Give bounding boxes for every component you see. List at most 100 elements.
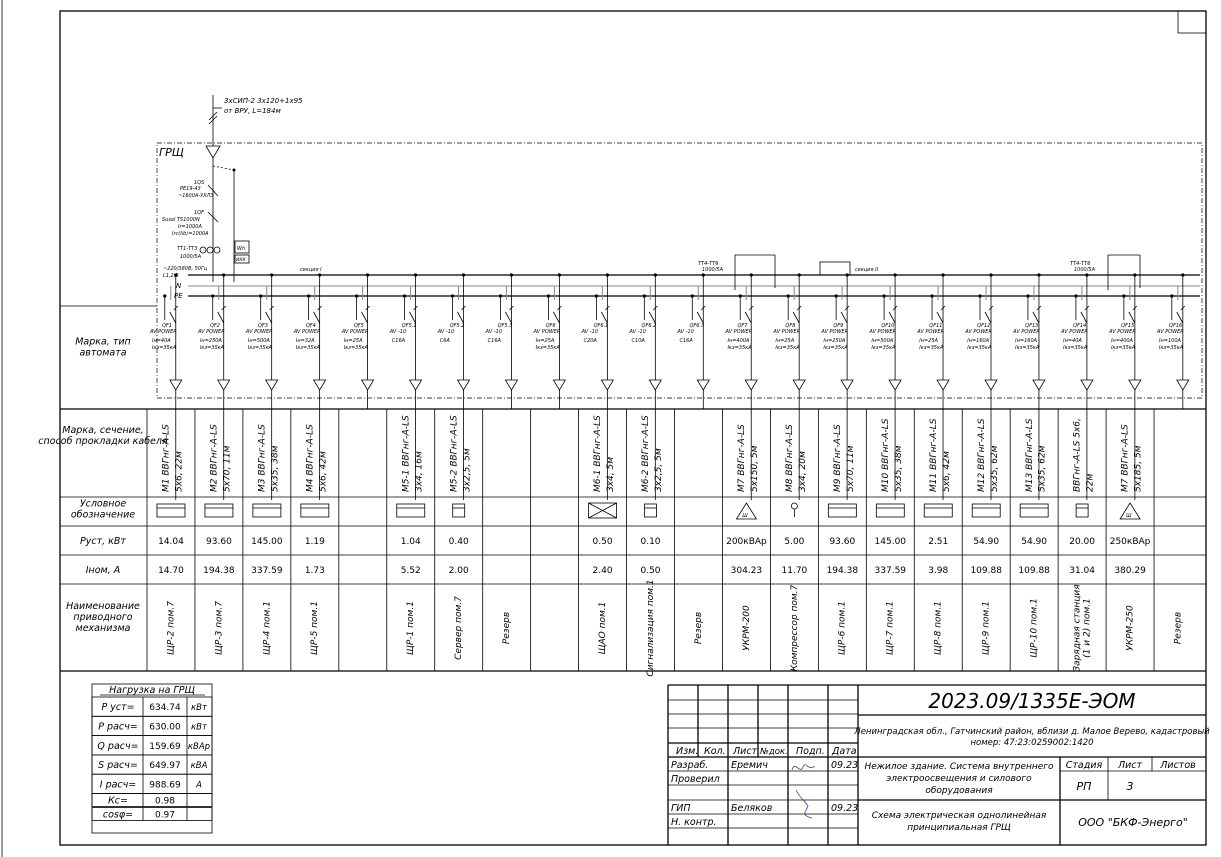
light-symbol-x2 [588,502,617,519]
i-value: 11.70 [782,566,808,576]
load-value: 988.69 [149,780,181,790]
qf-rating: Iн=400А [727,338,749,344]
qs-name: 1QS [194,180,205,186]
load-title: Нагрузка на ГРЩ [109,685,195,696]
i-value: 3.98 [928,566,948,576]
cable-mark: М1 ВВГнг-А-LS [162,424,172,492]
p-value: 1.04 [401,537,421,547]
breaker-contact [457,311,464,324]
qf-type: AV -10 [389,329,406,335]
p-value: 145.00 [875,537,907,547]
qf-breaking: Iкз=35кА [823,345,848,351]
meter-label-2: ИКК [236,257,247,263]
consumer-name: ЩР-3 пом.7 [214,601,224,655]
qf-rating: Iн=500А [871,338,893,344]
pe-label: PE [174,292,183,300]
qf-label: QF15 [1121,323,1134,329]
consumer-name: Резерв [1173,612,1183,644]
qf-breaking: Iкз=35кА [152,345,177,351]
stage-value: РП [1077,780,1092,793]
breaker-mark [365,305,370,311]
cable-mark: М11 ВВГнг-А-LS [929,418,939,492]
i-value: 31.04 [1069,566,1095,576]
h-sheets: Листов [1159,760,1196,771]
p-value: 14.04 [158,537,184,547]
meter-box-2 [234,254,250,264]
p-value: 54.90 [973,537,999,547]
section-2-label: секция II [855,267,879,273]
qf-rating: Iн=32А [296,338,315,344]
qf-rating: C20А [584,338,598,344]
p-value: 145.00 [251,537,283,547]
load-value: 159.69 [149,742,181,752]
feeder-arrow [552,379,567,391]
load-symbol [875,503,905,518]
meter-box [234,240,250,254]
qf-type: AV POWER [1060,329,1088,335]
stamp-drawing-2: принципиальная ГРЩ [907,823,1011,833]
cable-section: 3х4, 16м [414,451,424,492]
load-symbol [300,503,330,518]
bus-tap-dot [1133,273,1137,277]
load-key: Кс= [108,796,128,807]
i-value: 5.52 [401,566,421,576]
bus-tap-dot [749,273,753,277]
qf-type: AV POWER [868,329,896,335]
cable-section: 5х70, 11м [222,445,232,492]
cable-mark: ВВГнг-А-LS 5х6, [1073,418,1083,492]
bus-tap-dot [1181,273,1185,277]
r3-date: 09.23 [831,803,858,814]
load-symbol [156,503,186,518]
ct-name: ТТ1-ТТ3 [177,246,197,252]
feeder-arrow [648,379,663,391]
load-row: Кс=0.98 [91,793,213,807]
cable-mark: М6-1 ВВГнг-А-LS [593,415,603,492]
qf-label: QF13 [1025,323,1038,329]
feeder-arrow [600,379,615,391]
load-unit: кВАр [188,742,210,752]
breaker-contact [648,311,656,324]
cable-section: 5х185, 5м [1134,445,1144,492]
supply-line-2: от ВРУ, L=184м [224,107,281,115]
qf-line3: Irc(Iib)=1000А [172,231,209,237]
qf-type: AV POWER [293,329,321,335]
qf-type: AV POWER [772,329,800,335]
breaker-mark [1180,305,1186,311]
cable-mark: М8 ВВГнг-А-LS [785,424,795,492]
i-value: 109.88 [1018,566,1050,576]
breaker-mark [892,305,898,311]
breaker-contact [313,311,320,324]
qf-rating: C16А [680,338,694,344]
qf-label: QF6 [546,323,556,329]
p-value: 200кВАр [726,537,767,547]
i-value: 380.29 [1114,566,1146,576]
cable-mark: М3 ВВГнг-А-LS [257,424,267,492]
consumer-name: Компрессор пом.7 [790,584,800,671]
section-1-label: секция I [300,267,322,273]
qf-breaking: Iкз=35кА [775,345,800,351]
consumer-name: Резерв [502,612,512,644]
qf-label: QF14 [1073,323,1086,329]
qf-name: 1QF [194,210,204,216]
qf-rating: Iн=40А [1063,338,1082,344]
drawing-frame [59,10,1207,846]
consumer-name: Сигнализация пом.1 [646,579,656,676]
title-block [667,684,1206,845]
bus-tap-dot [989,273,993,277]
row-label-p: Руст, кВт [80,536,126,547]
qf-line1: Susol TS1000N [162,217,200,223]
feeder-arrow [360,379,375,391]
signature-2 [795,789,813,819]
cable-section: 3х4, 20м [798,451,808,492]
bus-tap-dot [845,273,849,277]
breaker-contact [361,311,368,324]
qf-label: QF6.3 [690,323,705,329]
